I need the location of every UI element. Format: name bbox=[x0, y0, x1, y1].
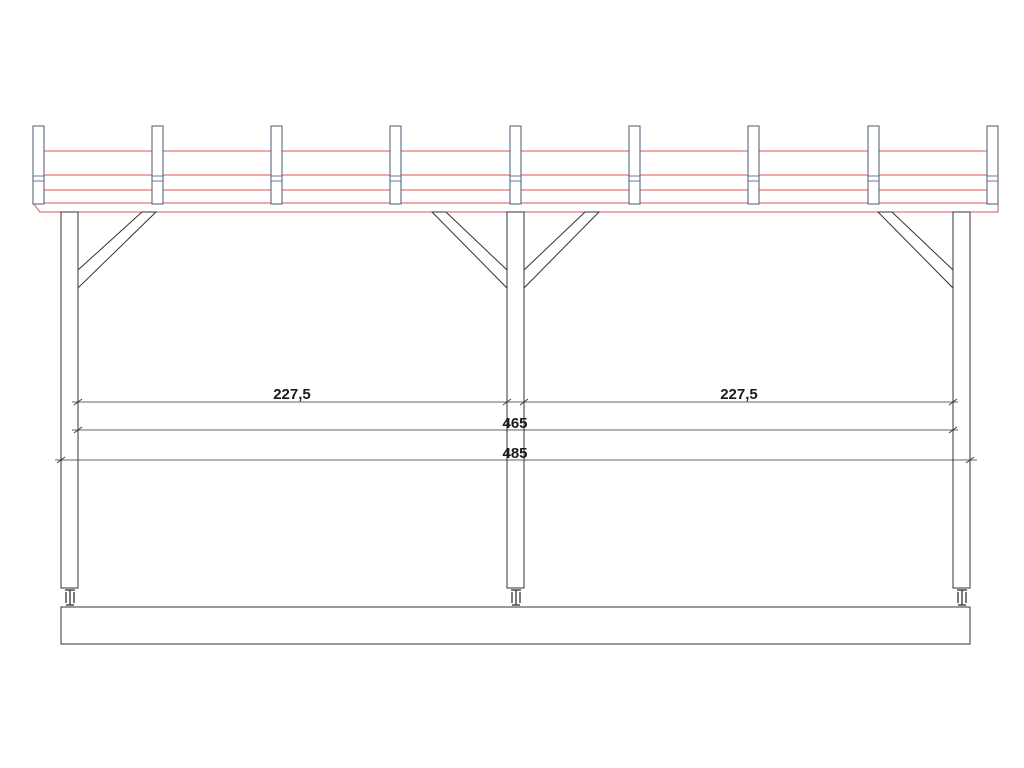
middle-post bbox=[506, 211, 525, 589]
posts bbox=[60, 211, 971, 589]
post-anchors bbox=[65, 589, 967, 606]
dim-outer-span: 485 bbox=[502, 445, 527, 462]
rafter-end-blocks bbox=[32, 125, 999, 205]
rafter-end-block bbox=[747, 125, 760, 205]
dimension-labels: 227,5 227,5 465 485 bbox=[273, 386, 758, 462]
brace-right bbox=[876, 211, 954, 290]
brace-left bbox=[77, 211, 158, 290]
brace-mid-left bbox=[430, 211, 508, 290]
rafter-end-block bbox=[32, 125, 45, 205]
knee-braces bbox=[77, 211, 954, 290]
rafter-end-block bbox=[628, 125, 641, 205]
brace-mid-right bbox=[523, 211, 601, 290]
rafter-end-block bbox=[151, 125, 164, 205]
left-post bbox=[60, 211, 79, 589]
rafter-end-block bbox=[986, 125, 999, 205]
roof-beam bbox=[31, 202, 999, 213]
foundation-slab bbox=[60, 606, 971, 645]
dim-left-span: 227,5 bbox=[273, 386, 311, 403]
rafter-end-block bbox=[389, 125, 402, 205]
rafter-end-block bbox=[270, 125, 283, 205]
anchor-right bbox=[957, 589, 967, 606]
rafter-end-block bbox=[867, 125, 880, 205]
anchor-middle bbox=[511, 589, 521, 606]
right-post bbox=[952, 211, 971, 589]
dim-inner-span: 465 bbox=[502, 415, 527, 432]
dim-right-span: 227,5 bbox=[720, 386, 758, 403]
rafter-end-block bbox=[509, 125, 522, 205]
dimension-lines bbox=[55, 398, 977, 464]
anchor-left bbox=[65, 589, 75, 606]
